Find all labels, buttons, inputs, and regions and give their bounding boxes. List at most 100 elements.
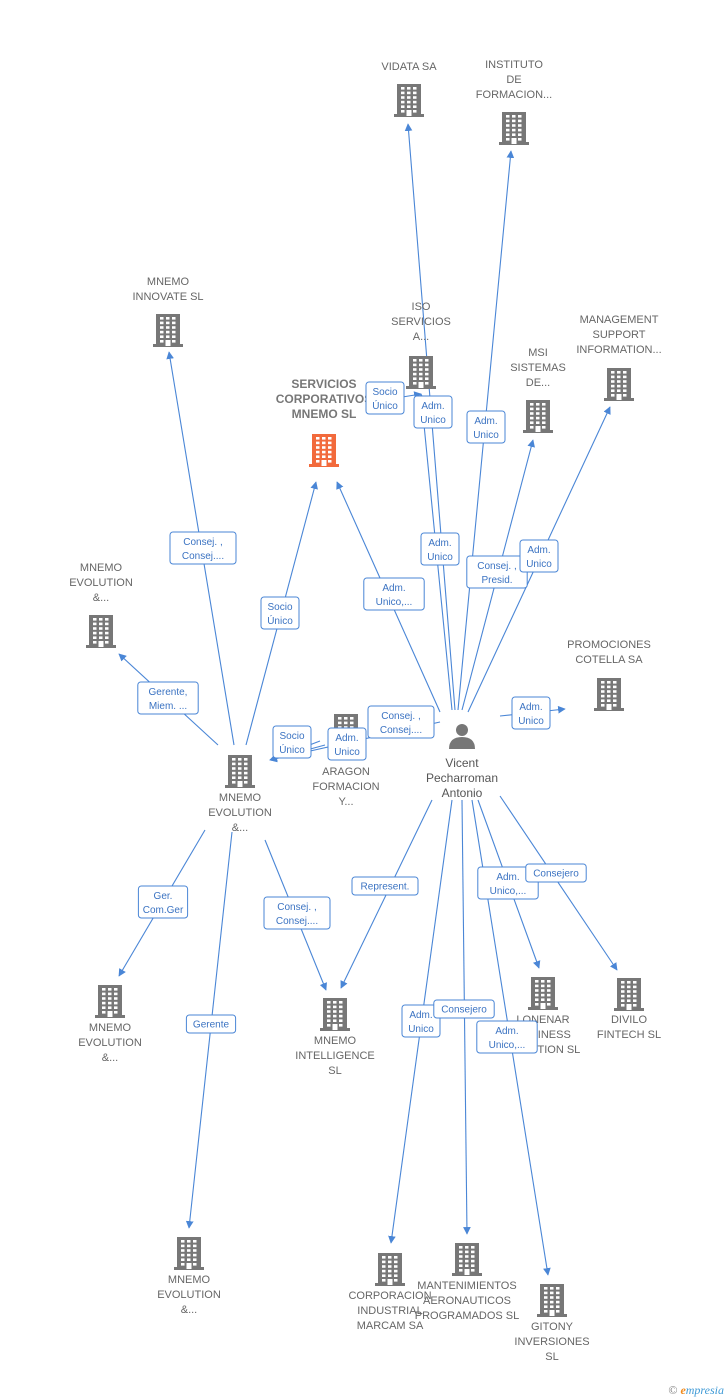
edge-label-text: Consejero xyxy=(441,1005,487,1016)
company-mantenimientos-building-icon[interactable] xyxy=(452,1243,482,1276)
company-evol_main-label-line-2: &... xyxy=(232,822,249,834)
company-gitony-label-line-2: SL xyxy=(545,1351,558,1363)
edge-label-evol_main-evol_ml[interactable]: Ger.Com.Ger xyxy=(137,885,189,919)
edge-label-text: Adm. xyxy=(495,1026,518,1037)
edge-label-p-promociones[interactable]: Adm. Unico xyxy=(511,696,551,730)
company-iso-label-line-0: ISO xyxy=(412,301,431,313)
edge-label-text: Adm. xyxy=(519,702,542,713)
brand-logo-e: e xyxy=(680,1383,686,1397)
company-evol_ml-building-icon[interactable] xyxy=(95,985,125,1018)
edge-label-text: Unico xyxy=(427,552,453,563)
company-marcam-building-icon[interactable] xyxy=(375,1253,405,1286)
company-instituto-building-icon[interactable] xyxy=(499,112,529,145)
edge-label-evol_main-innovate[interactable]: Consej. ,Consej.... xyxy=(169,531,237,565)
company-intelligence-label-line-0: MNEMO xyxy=(314,1035,357,1047)
edge-label-p-servicios[interactable]: Adm.Unico,... xyxy=(363,577,425,611)
edge-label-text: Adm. xyxy=(428,538,451,549)
company-innovate-label-line-1: INNOVATE SL xyxy=(132,291,203,303)
edge-label-p-marcam[interactable]: Adm.Unico xyxy=(401,1004,441,1038)
company-mantenimientos-label-line-1: AERONAUTICOS xyxy=(423,1295,511,1307)
company-vidata-building-icon[interactable] xyxy=(394,84,424,117)
company-gitony-label-line-1: INVERSIONES xyxy=(514,1336,589,1348)
edge-label-text: Unico xyxy=(518,716,544,727)
company-marcam-label-line-0: CORPORACION xyxy=(348,1290,431,1302)
company-evol_tl-label-line-0: MNEMO xyxy=(80,562,123,574)
edge-label-p-iso[interactable]: Adm. Unico xyxy=(420,532,460,566)
company-instituto-label-line-0: INSTITUTO xyxy=(485,59,543,71)
company-divilo-label-line-1: FINTECH SL xyxy=(597,1029,661,1041)
company-evol_main-building-icon[interactable] xyxy=(225,755,255,788)
edge-label-text: Represent. xyxy=(361,882,410,893)
edge-label-text: Unico xyxy=(334,747,360,758)
brand-logo-text: mpresia xyxy=(685,1383,724,1397)
edge-label-text: Adm. xyxy=(496,872,519,883)
edge-label-text: Único xyxy=(372,399,398,412)
edge-label-text: Adm. xyxy=(421,401,444,412)
edge-label-text: Unico,... xyxy=(376,597,413,608)
company-divilo-building-icon[interactable] xyxy=(614,978,644,1011)
edge-label-text: Gerente xyxy=(193,1020,230,1031)
company-msi-label-line-2: DE... xyxy=(526,377,550,389)
edge-label-p-instituto[interactable]: Adm.Unico xyxy=(466,410,506,444)
company-evol_tl-label-line-2: &... xyxy=(93,592,110,604)
edge-label-p-intelligence[interactable]: Represent. xyxy=(351,876,419,896)
company-msi-building-icon[interactable] xyxy=(523,400,553,433)
company-servicios-label-line-1: CORPORATIVOS xyxy=(276,392,372,406)
edge-label-text: Consejero xyxy=(533,869,579,880)
edge-label-p-gitony[interactable]: Adm.Unico,... xyxy=(476,1020,538,1054)
company-evol_tl-label-line-1: EVOLUTION xyxy=(69,577,133,589)
edge-label-p-mantenimientos[interactable]: Consejero xyxy=(433,999,495,1019)
edge-label-text: Socio xyxy=(267,602,292,613)
company-evol_ml-label-line-0: MNEMO xyxy=(89,1022,132,1034)
company-aragon-label-line-1: FORMACION xyxy=(312,781,379,793)
edge-label-text: Único xyxy=(279,743,305,756)
edge-label-text: Unico xyxy=(420,415,446,426)
company-servicios-building-icon[interactable] xyxy=(309,434,339,467)
company-evol_tl-building-icon[interactable] xyxy=(86,615,116,648)
edge-label-text: Consej. , xyxy=(381,711,420,722)
edge-label-text: Adm. xyxy=(474,416,497,427)
company-gitony-building-icon[interactable] xyxy=(537,1284,567,1317)
company-vidata-label-line-0: VIDATA SA xyxy=(381,61,437,73)
copyright-symbol: © xyxy=(668,1383,678,1397)
company-promociones-label-line-1: COTELLA SA xyxy=(575,654,643,666)
person-icon[interactable] xyxy=(449,724,475,749)
edge-label-text: Consej.... xyxy=(276,916,318,927)
company-management-building-icon[interactable] xyxy=(604,368,634,401)
company-evol_main-label-line-0: MNEMO xyxy=(219,792,262,804)
company-iso-building-icon[interactable] xyxy=(406,356,436,389)
company-lonenar-building-icon[interactable] xyxy=(528,977,558,1010)
edge-label-p-divilo[interactable]: Consejero xyxy=(525,863,587,883)
edge-label-p-lonenar[interactable]: Adm. Unico,... xyxy=(477,866,539,900)
company-servicios-label-line-2: MNEMO SL xyxy=(292,407,357,421)
company-promociones-building-icon[interactable] xyxy=(594,678,624,711)
edge-label-text: Unico xyxy=(408,1024,434,1035)
edge-label-p-evol_main[interactable]: Consej. ,Consej.... xyxy=(367,705,435,739)
edge-label-evol_main-evol_bl[interactable]: Gerente xyxy=(185,1014,237,1034)
footer-brand: © empresia xyxy=(668,1383,724,1398)
edge-label-aragon-evol_main[interactable]: Adm.Unico xyxy=(327,727,367,761)
edge-label-evol_main-intelligence[interactable]: Consej. ,Consej.... xyxy=(263,896,331,930)
company-innovate-building-icon[interactable] xyxy=(153,314,183,347)
company-management-label-line-0: MANAGEMENT xyxy=(580,314,659,326)
edge-label-p-vidata[interactable]: Adm. Unico xyxy=(413,395,453,429)
company-intelligence-building-icon[interactable] xyxy=(320,998,350,1031)
company-intelligence-label-line-2: SL xyxy=(328,1065,341,1077)
company-instituto-label-line-1: DE xyxy=(506,74,521,86)
edge-label-text: Unico,... xyxy=(490,886,527,897)
company-evol_bl-label-line-1: EVOLUTION xyxy=(157,1289,221,1301)
edge-label-p-management[interactable]: Adm.Unico xyxy=(519,539,559,573)
company-aragon-label-line-2: Y... xyxy=(338,796,353,808)
company-evol_bl-building-icon[interactable] xyxy=(174,1237,204,1270)
company-evol_ml-label-line-2: &... xyxy=(102,1052,119,1064)
company-iso-label-line-2: A... xyxy=(413,331,430,343)
edge-label-evol_main-evol_tl[interactable]: Gerente,Miem. ... xyxy=(137,681,199,715)
edge-label-text: Unico xyxy=(526,559,552,570)
edge-label-text: Ger. xyxy=(154,891,173,902)
edge-p-divilo xyxy=(499,795,618,971)
person-label-line-0: Vicent xyxy=(445,756,479,770)
edge-label-p-msi[interactable]: Consej. ,Presid. xyxy=(466,555,528,589)
